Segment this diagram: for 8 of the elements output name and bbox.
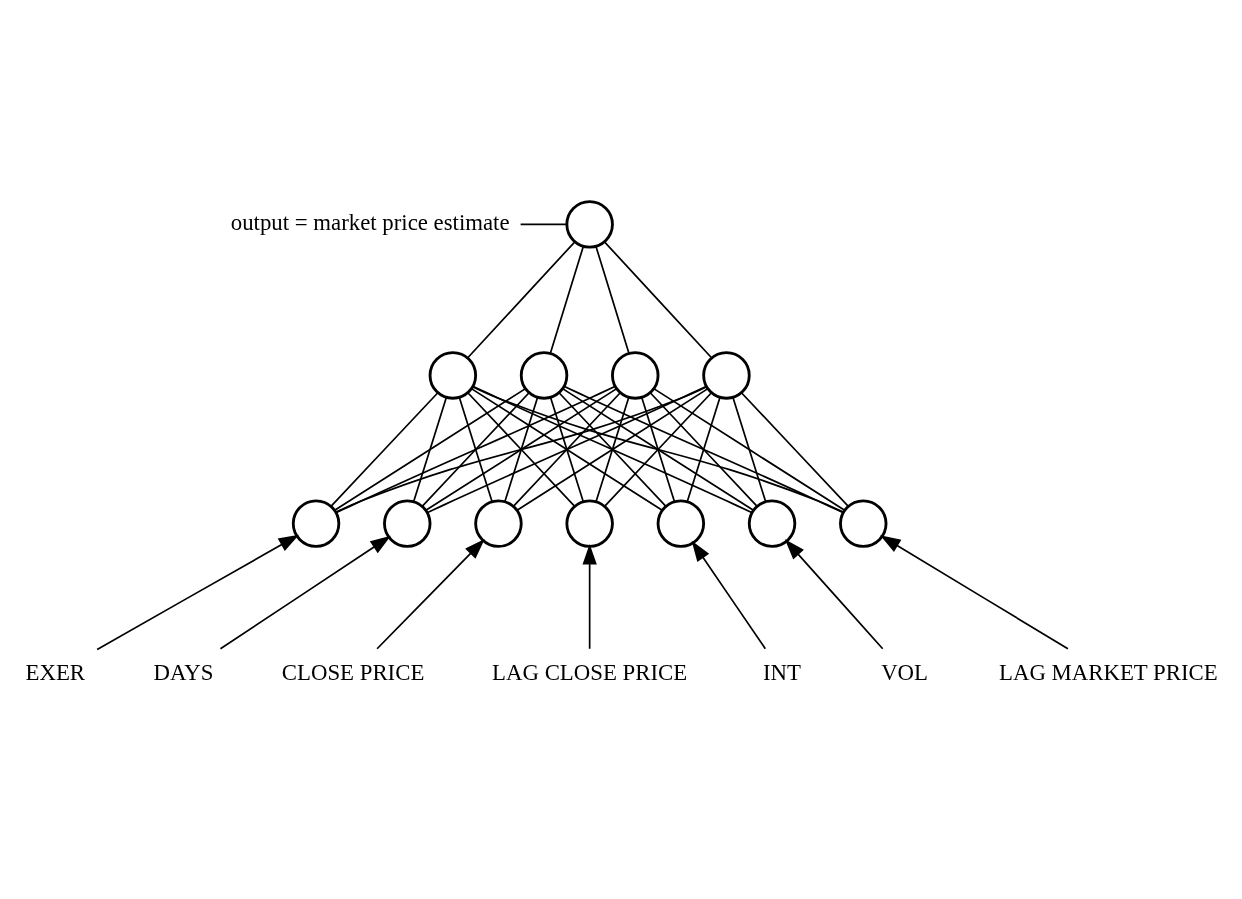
node-text: DAYS: [153, 660, 214, 686]
node-text: INT: [763, 660, 802, 686]
node-text: LAG MARKET PRICE: [999, 660, 1218, 686]
node-text: CLOSE PRICE: [281, 660, 425, 686]
node-text: output = market price estimate: [230, 209, 510, 235]
node-text: VOL: [881, 660, 928, 686]
node-text: EXER: [25, 660, 86, 686]
node-text: LAG CLOSE PRICE: [492, 660, 688, 686]
